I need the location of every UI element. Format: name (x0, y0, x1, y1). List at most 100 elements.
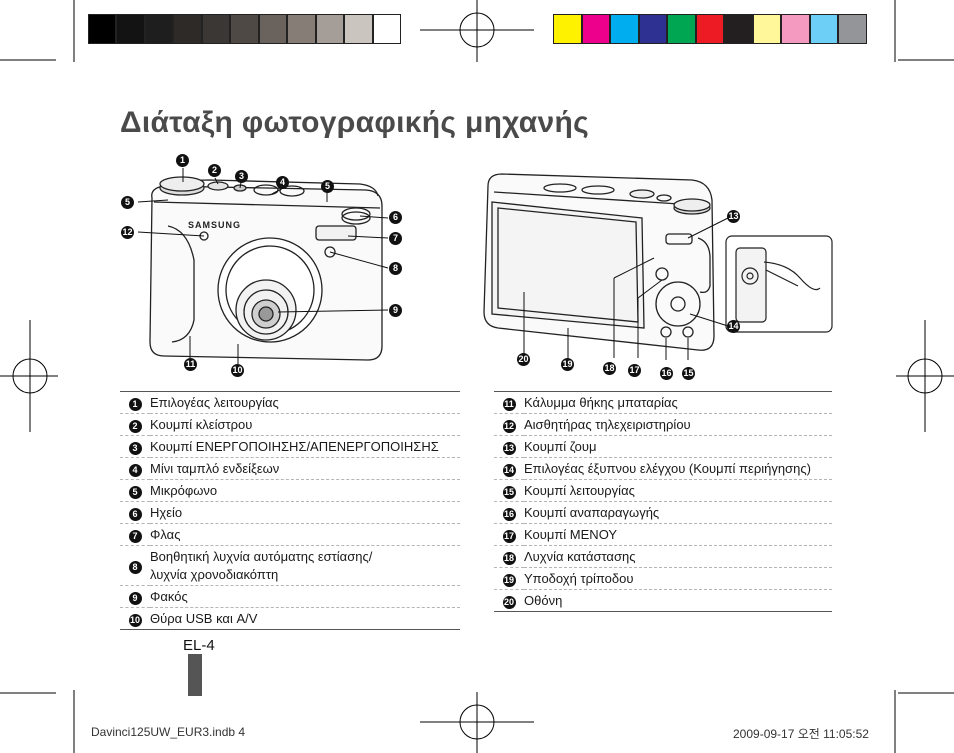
table-row: 3 Κουμπί ΕΝΕΡΓΟΠΟΙΗΣΗΣ/ΑΠΕΝΕΡΓΟΠΟΙΗΣΗΣ (120, 435, 460, 458)
callout-badge: 1 (176, 154, 189, 167)
color-swatch (667, 14, 696, 44)
footer-timestamp: 2009-09-17 오전 11:05:52 (733, 727, 869, 741)
color-swatch (810, 14, 838, 44)
table-row: 7 Φλας (120, 523, 460, 546)
callout-badge: 19 (561, 358, 574, 371)
row-label: Επιλογέας έξυπνου ελέγχου (Κουμπί περιήγ… (524, 457, 832, 480)
gray-swatch (202, 14, 230, 44)
callout-badge: 13 (727, 210, 740, 223)
row-number-badge: 1 (128, 397, 142, 411)
row-number-badge: 8 (128, 560, 142, 574)
gray-swatch (259, 14, 287, 44)
page-tab-marker (188, 654, 202, 696)
row-number-badge: 5 (128, 485, 142, 499)
color-swatch (553, 14, 582, 44)
page-number: EL-4 (183, 637, 215, 654)
callout-badge: 11 (184, 358, 197, 371)
row-label: Κουμπί λειτουργίας (524, 479, 832, 502)
gray-swatch (344, 14, 373, 44)
row-label: Κουμπί ΜΕΝΟΥ (524, 523, 832, 546)
row-number-badge: 20 (502, 595, 516, 609)
gray-swatch (287, 14, 316, 44)
row-number-badge: 7 (128, 529, 142, 543)
table-row: 1 Επιλογέας λειτουργίας (120, 391, 460, 414)
gray-swatch (173, 14, 202, 44)
callout-badge: 18 (603, 362, 616, 375)
color-swatch (753, 14, 781, 44)
color-swatch (838, 14, 867, 44)
color-swatch (724, 14, 753, 44)
table-row: 13 Κουμπί ζουμ (494, 435, 832, 458)
table-row: 15 Κουμπί λειτουργίας (494, 479, 832, 502)
gray-swatch (116, 14, 145, 44)
callout-badge: 2 (208, 164, 221, 177)
table-row: 16 Κουμπί αναπαραγωγής (494, 501, 832, 524)
callout-badge: 6 (389, 211, 402, 224)
row-label: Επιλογέας λειτουργίας (150, 391, 460, 414)
table-row: 5 Μικρόφωνο (120, 479, 460, 502)
table-row: 12 Αισθητήρας τηλεχειριστηρίου (494, 413, 832, 436)
camera-front-illustration: SAMSUNG (137, 168, 389, 364)
row-label: Κάλυμμα θήκης μπαταρίας (524, 391, 832, 414)
table-row: 6 Ηχείο (120, 501, 460, 524)
row-number-badge: 12 (502, 419, 516, 433)
row-label: Φακός (150, 585, 460, 608)
callout-badge: 12 (121, 226, 134, 239)
row-number-badge: 14 (502, 463, 516, 477)
row-label: Κουμπί κλείστρου (150, 413, 460, 436)
callout-badge: 9 (389, 304, 402, 317)
row-label-line: λυχνία χρονοδιακόπτη (150, 566, 279, 582)
color-swatch (610, 14, 639, 44)
gray-swatch (145, 14, 173, 44)
table-row: 19 Υποδοχή τρίποδου (494, 567, 832, 590)
table-row: 4 Μίνι ταμπλό ενδείξεων (120, 457, 460, 480)
table-row: 9 Φακός (120, 585, 460, 608)
row-number-badge: 4 (128, 463, 142, 477)
row-label: Κουμπί ζουμ (524, 435, 832, 458)
row-label: Υποδοχή τρίποδου (524, 567, 832, 590)
row-label: Μίνι ταμπλό ενδείξεων (150, 457, 460, 480)
row-label: Φλας (150, 523, 460, 546)
callout-badge: 5 (121, 196, 134, 209)
callout-badge: 5 (321, 180, 334, 193)
row-number-badge: 16 (502, 507, 516, 521)
table-row: 10 Θύρα USB και A/V (120, 607, 460, 630)
color-swatch (696, 14, 724, 44)
color-swatch (639, 14, 667, 44)
callout-badge: 14 (727, 320, 740, 333)
row-number-badge: 13 (502, 441, 516, 455)
row-number-badge: 10 (128, 613, 142, 627)
callout-badge: 7 (389, 232, 402, 245)
color-swatch (781, 14, 810, 44)
callout-badge: 20 (517, 353, 530, 366)
gray-swatch (316, 14, 344, 44)
row-number-badge: 3 (128, 441, 142, 455)
footer-filename: Davinci125UW_EUR3.indb 4 (91, 725, 246, 739)
color-swatch (582, 14, 610, 44)
camera-back-illustration (483, 173, 833, 360)
row-number-badge: 2 (128, 419, 142, 433)
table-row: 2 Κουμπί κλείστρου (120, 413, 460, 436)
row-label-line: Βοηθητική λυχνία αυτόματης εστίασης/ (150, 548, 373, 564)
row-number-badge: 15 (502, 485, 516, 499)
table-row: 8 Βοηθητική λυχνία αυτόματης εστίασης/λυ… (120, 545, 460, 586)
table-row: 14 Επιλογέας έξυπνου ελέγχου (Κουμπί περ… (494, 457, 832, 480)
gray-swatch (88, 14, 116, 44)
row-number-badge: 9 (128, 591, 142, 605)
callout-badge: 17 (628, 364, 641, 377)
row-label: Κουμπί ΕΝΕΡΓΟΠΟΙΗΣΗΣ/ΑΠΕΝΕΡΓΟΠΟΙΗΣΗΣ (150, 435, 460, 458)
callout-badge: 3 (235, 170, 248, 183)
row-label: Αισθητήρας τηλεχειριστηρίου (524, 413, 832, 436)
row-number-badge: 6 (128, 507, 142, 521)
parts-table-left: 1 Επιλογέας λειτουργίας 2 Κουμπί κλείστρ… (120, 391, 460, 630)
row-label: Ηχείο (150, 501, 460, 524)
gray-swatch (230, 14, 259, 44)
gray-swatch (373, 14, 401, 44)
row-label: Μικρόφωνο (150, 479, 460, 502)
row-number-badge: 18 (502, 551, 516, 565)
callout-badge: 4 (276, 176, 289, 189)
row-label: Λυχνία κατάστασης (524, 545, 832, 568)
callout-badge: 8 (389, 262, 402, 275)
table-row: 18 Λυχνία κατάστασης (494, 545, 832, 568)
